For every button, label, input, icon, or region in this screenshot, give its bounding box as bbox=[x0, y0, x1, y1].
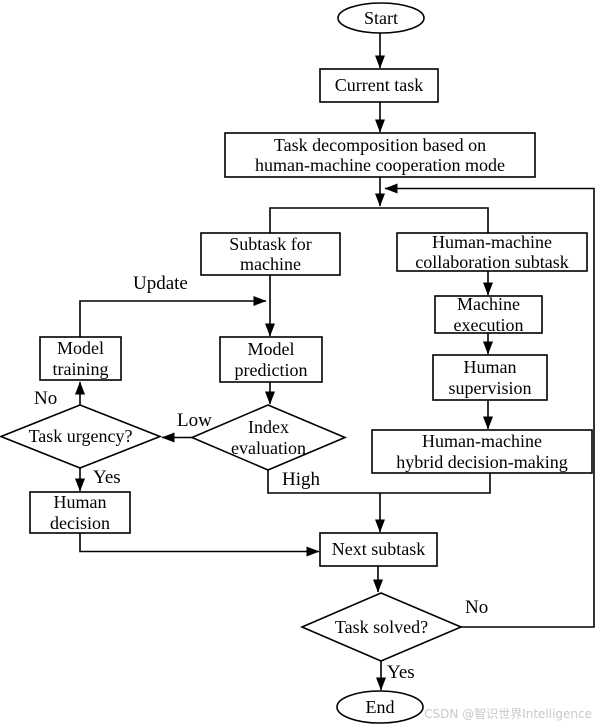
edge-label-update: Update bbox=[133, 273, 188, 294]
edge-label-low: Low bbox=[177, 410, 212, 431]
machine-execution-label: Machine execution bbox=[453, 294, 524, 335]
arrow-decision-to-next-subtask bbox=[79, 533, 320, 557]
edge-label-no-solved: No bbox=[465, 597, 489, 618]
human-decision-box bbox=[29, 491, 131, 534]
end-label: End bbox=[365, 696, 395, 717]
task-decomposition-box bbox=[224, 132, 536, 178]
collaboration-subtask-box bbox=[396, 232, 588, 272]
current-task-box bbox=[319, 68, 439, 103]
start-label: Start bbox=[364, 7, 398, 28]
model-training-box bbox=[39, 336, 122, 381]
next-subtask-label: Next subtask bbox=[331, 539, 426, 560]
edge-label-yes-urgency: Yes bbox=[93, 467, 121, 488]
high-merge-lines bbox=[267, 470, 491, 494]
arrow-solved-no-feedback bbox=[384, 183, 595, 628]
index-evaluation-label: Index evaluation bbox=[231, 417, 306, 458]
task-solved-label: Task solved? bbox=[334, 616, 429, 637]
model-training-label: Model training bbox=[52, 338, 109, 379]
csdn-watermark: CSDN @智识世界Intelligence bbox=[424, 707, 592, 721]
human-supervision-label: Human supervision bbox=[448, 357, 532, 398]
edge-label-yes-solved: Yes bbox=[387, 662, 415, 683]
current-task-label: Current task bbox=[334, 75, 424, 96]
task-urgency-label: Task urgency? bbox=[28, 426, 133, 447]
collaboration-subtask-label: Human-machine collaboration subtask bbox=[415, 231, 569, 272]
human-supervision-box bbox=[432, 354, 548, 401]
task-decomposition-label: Task decomposition based on human-machin… bbox=[255, 134, 505, 175]
human-decision-label: Human decision bbox=[50, 492, 110, 533]
subtask-machine-label: Subtask for machine bbox=[229, 233, 312, 274]
start-ellipse bbox=[337, 2, 425, 34]
subtask-machine-box bbox=[200, 232, 341, 276]
edge-label-no-urgency: No bbox=[34, 388, 58, 409]
machine-execution-box bbox=[434, 295, 543, 334]
arrow-update-feedback bbox=[79, 296, 267, 337]
model-prediction-label: Model prediction bbox=[234, 339, 308, 380]
edge-label-high: High bbox=[282, 469, 320, 490]
hybrid-decision-label: Human-machine hybrid decision-making bbox=[396, 431, 568, 472]
model-prediction-box bbox=[219, 336, 323, 383]
split-branch-lines bbox=[269, 207, 489, 233]
end-ellipse bbox=[336, 690, 424, 724]
hybrid-decision-box bbox=[371, 429, 593, 474]
